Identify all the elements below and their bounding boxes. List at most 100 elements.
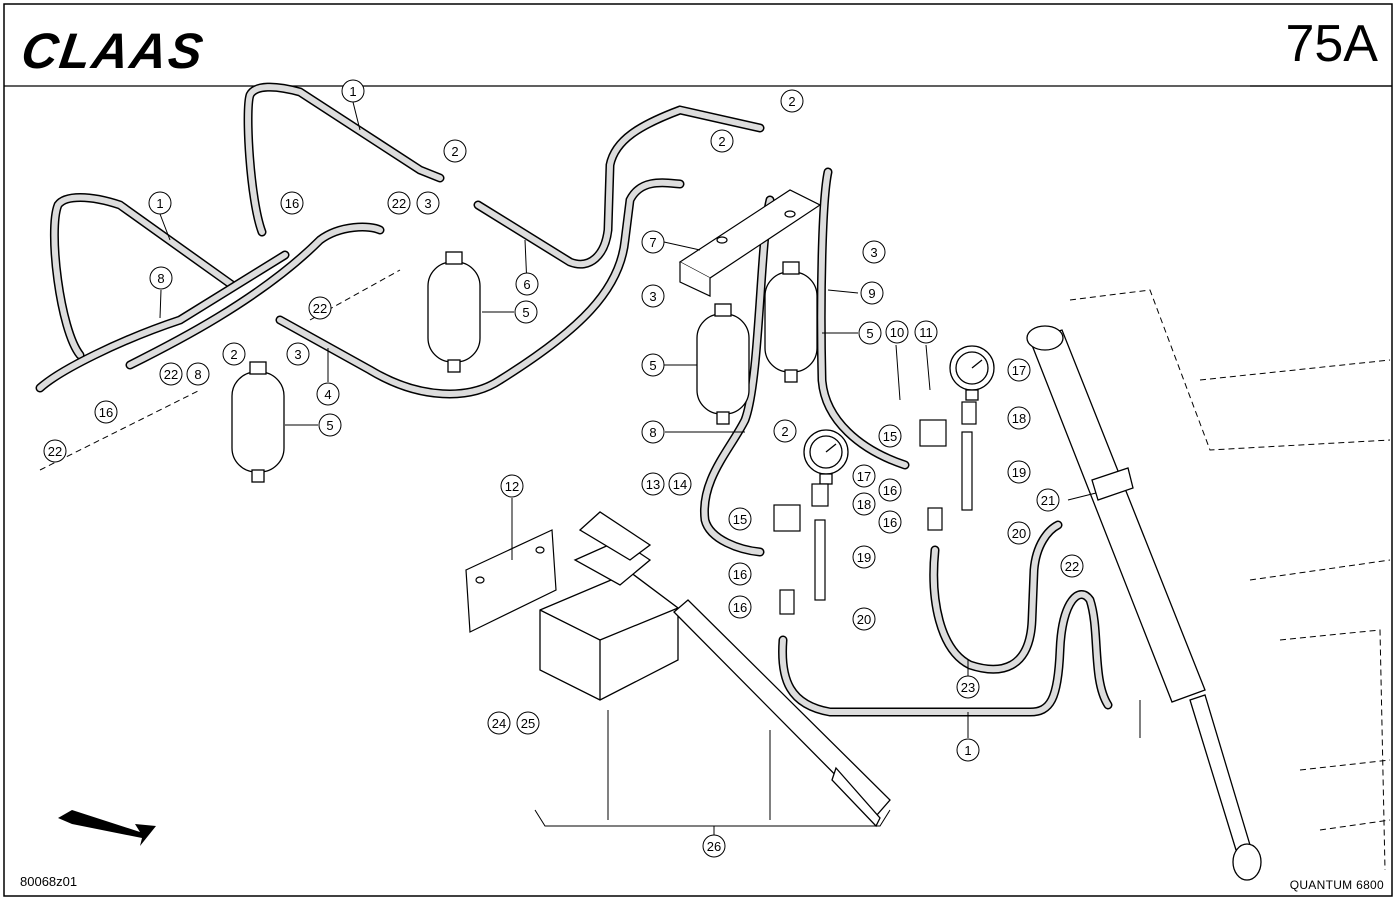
callout-7[interactable]: 7: [641, 230, 665, 254]
svg-text:21: 21: [1041, 493, 1055, 508]
svg-text:20: 20: [857, 612, 871, 627]
callout-21[interactable]: 21: [1036, 488, 1060, 512]
hose-1-left: [49, 193, 237, 360]
svg-text:2: 2: [781, 424, 788, 439]
svg-text:2: 2: [230, 347, 237, 362]
callout-2-c[interactable]: 2: [780, 89, 804, 113]
callout-16-b[interactable]: 16: [94, 400, 118, 424]
callout-16-a[interactable]: 16: [280, 191, 304, 215]
callout-15-b[interactable]: 15: [878, 424, 902, 448]
callout-1-bottom[interactable]: 1: [956, 738, 980, 762]
callout-25[interactable]: 25: [516, 711, 540, 735]
callout-5-a[interactable]: 5: [514, 300, 538, 324]
callout-2-a[interactable]: 2: [443, 139, 467, 163]
callout-3-c[interactable]: 3: [641, 284, 665, 308]
direction-arrow-icon: [58, 810, 156, 846]
callout-2-d[interactable]: 2: [222, 342, 246, 366]
callout-8-c[interactable]: 8: [641, 420, 665, 444]
callout-3-a[interactable]: 3: [416, 191, 440, 215]
callout-layer: 1 1 1 2 2 2 2 2 3 3 3 3 4 5 5 5 5 6 7 8 …: [43, 79, 1084, 858]
callout-19-a[interactable]: 19: [852, 545, 876, 569]
accumulator-center: [696, 303, 750, 425]
callout-20-b[interactable]: 20: [1007, 521, 1031, 545]
callout-12[interactable]: 12: [500, 474, 524, 498]
callout-5-d[interactable]: 5: [858, 321, 882, 345]
svg-text:1: 1: [349, 84, 356, 99]
pump-handle: [673, 599, 891, 828]
svg-text:5: 5: [522, 305, 529, 320]
svg-text:23: 23: [961, 680, 975, 695]
callout-16-d[interactable]: 16: [728, 595, 752, 619]
callout-3-b[interactable]: 3: [286, 342, 310, 366]
svg-text:19: 19: [1012, 465, 1026, 480]
hose-1-bottom: [778, 590, 1113, 717]
callout-19-b[interactable]: 19: [1007, 460, 1031, 484]
callout-22-e[interactable]: 22: [1060, 554, 1084, 578]
svg-text:25: 25: [521, 716, 535, 731]
bracket-7: [678, 189, 822, 297]
svg-text:3: 3: [424, 196, 431, 211]
callout-22-a[interactable]: 22: [387, 191, 411, 215]
callout-10[interactable]: 10: [885, 320, 909, 344]
svg-text:2: 2: [718, 134, 725, 149]
callout-16-f[interactable]: 16: [878, 510, 902, 534]
hose-23: [929, 520, 1063, 674]
svg-text:22: 22: [48, 444, 62, 459]
page-border: [3, 3, 1393, 897]
callout-1-left[interactable]: 1: [148, 191, 172, 215]
callout-1-top[interactable]: 1: [341, 79, 365, 103]
callout-14[interactable]: 14: [668, 472, 692, 496]
svg-text:16: 16: [883, 483, 897, 498]
callout-16-c[interactable]: 16: [728, 562, 752, 586]
svg-text:13: 13: [646, 477, 660, 492]
callout-8-a[interactable]: 8: [149, 266, 173, 290]
callout-22-c[interactable]: 22: [159, 362, 183, 386]
callout-26[interactable]: 26: [702, 834, 726, 858]
callout-16-e[interactable]: 16: [878, 478, 902, 502]
callout-5-c[interactable]: 5: [641, 353, 665, 377]
svg-text:11: 11: [919, 325, 933, 340]
callout-18-a[interactable]: 18: [852, 492, 876, 516]
callout-3-d[interactable]: 3: [862, 240, 886, 264]
callout-15-a[interactable]: 15: [728, 507, 752, 531]
svg-text:26: 26: [707, 839, 721, 854]
callout-22-b[interactable]: 22: [308, 296, 332, 320]
callout-17-a[interactable]: 17: [852, 464, 876, 488]
svg-text:14: 14: [673, 477, 687, 492]
callout-20-a[interactable]: 20: [852, 607, 876, 631]
hose-4: [275, 178, 685, 399]
svg-text:9: 9: [868, 286, 875, 301]
callout-5-b[interactable]: 5: [318, 413, 342, 437]
page-number: 75A: [1285, 15, 1378, 73]
leader-lines: [159, 101, 1141, 836]
svg-text:15: 15: [733, 512, 747, 527]
svg-text:4: 4: [324, 387, 331, 402]
callout-2-b[interactable]: 2: [710, 129, 734, 153]
drawing-number: 80068z01: [20, 874, 78, 889]
callout-18-b[interactable]: 18: [1007, 406, 1031, 430]
callout-11[interactable]: 11: [914, 320, 938, 344]
hose-1-top: [243, 82, 445, 237]
svg-text:8: 8: [157, 271, 164, 286]
accumulators: [231, 251, 818, 483]
svg-text:22: 22: [392, 196, 406, 211]
callout-17-b[interactable]: 17: [1007, 358, 1031, 382]
callout-13[interactable]: 13: [641, 472, 665, 496]
callout-22-d[interactable]: 22: [43, 439, 67, 463]
callout-8-b[interactable]: 8: [186, 362, 210, 386]
hose-6: [473, 105, 765, 269]
svg-text:5: 5: [866, 326, 873, 341]
callout-4[interactable]: 4: [316, 382, 340, 406]
model-name: QUANTUM 6800: [1289, 878, 1384, 892]
hose-9: [816, 167, 910, 470]
callout-24[interactable]: 24: [487, 711, 511, 735]
callout-6[interactable]: 6: [515, 272, 539, 296]
hydraulic-cylinder-21: [1026, 325, 1262, 881]
svg-text:8: 8: [649, 425, 656, 440]
svg-text:10: 10: [890, 325, 904, 340]
callout-9[interactable]: 9: [860, 281, 884, 305]
callout-2-e[interactable]: 2: [773, 419, 797, 443]
callout-23[interactable]: 23: [956, 675, 980, 699]
svg-text:16: 16: [883, 515, 897, 530]
